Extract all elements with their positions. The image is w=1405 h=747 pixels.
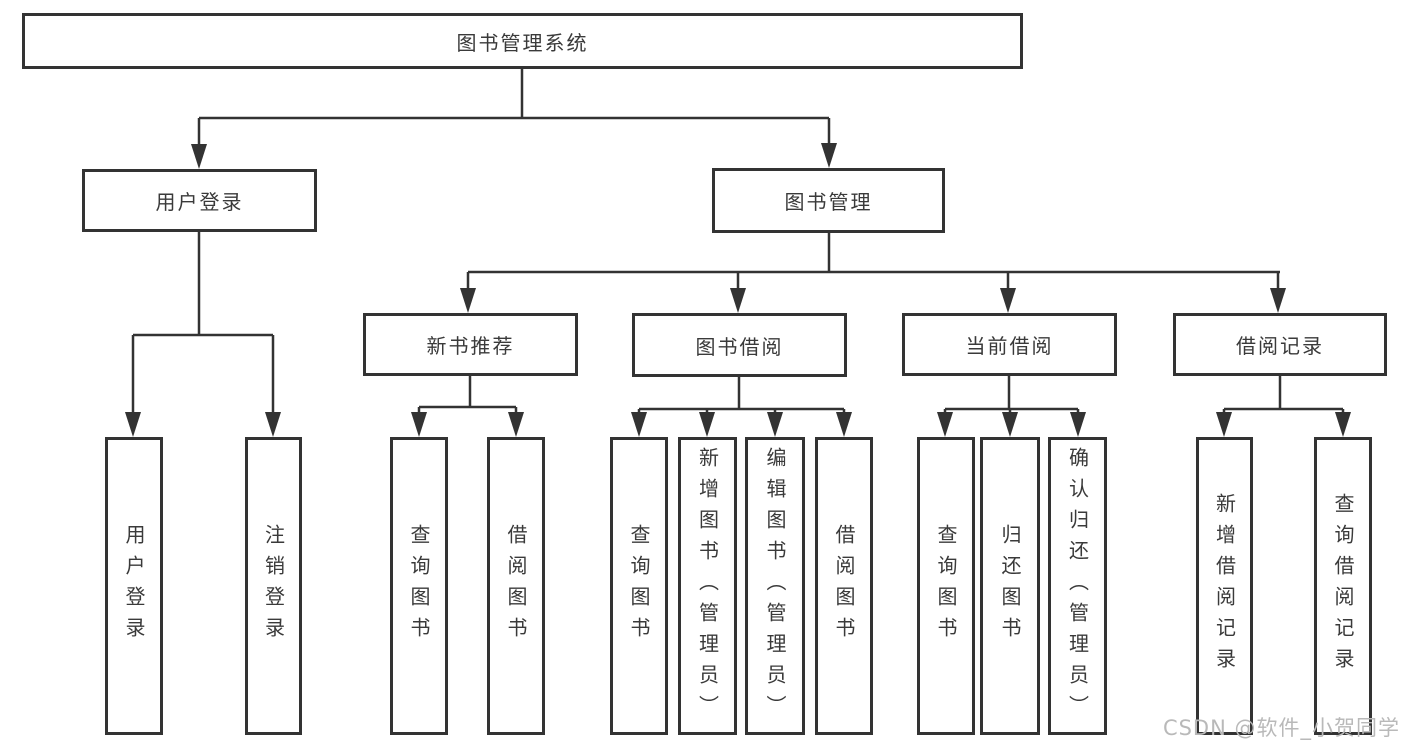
node-book-management-label: 图书管理 <box>784 190 873 214</box>
leaf-confirm-return-admin: 确认归还（管理员） <box>1048 437 1107 735</box>
leaf-borrow-books-1: 借阅图书 <box>487 437 545 735</box>
csdn-watermark: CSDN @软件_小贺同学 <box>1162 716 1400 740</box>
node-new-book-recommendation: 新书推荐 <box>363 313 578 376</box>
leaf-query-books-2: 查询图书 <box>610 437 668 735</box>
leaf-query-books-2-label: 查询图书 <box>627 524 651 648</box>
node-current-borrowing-label: 当前借阅 <box>965 334 1054 358</box>
leaf-return-books-label: 归还图书 <box>998 524 1022 648</box>
leaf-user-login: 用户登录 <box>105 437 163 735</box>
leaf-add-books-admin: 新增图书（管理员） <box>678 437 737 735</box>
node-root-label: 图书管理系统 <box>456 30 589 55</box>
leaf-return-books: 归还图书 <box>980 437 1040 735</box>
leaf-add-borrow-record-label: 新增借阅记录 <box>1212 493 1237 679</box>
leaf-query-books-1: 查询图书 <box>390 437 448 735</box>
node-current-borrowing: 当前借阅 <box>902 313 1117 376</box>
leaf-query-borrow-record-label: 查询借阅记录 <box>1331 493 1355 679</box>
leaf-add-borrow-record: 新增借阅记录 <box>1196 437 1253 735</box>
leaf-logout: 注销登录 <box>245 437 302 735</box>
leaf-add-books-admin-label: 新增图书（管理员） <box>695 446 720 726</box>
leaf-logout-label: 注销登录 <box>261 524 286 648</box>
leaf-confirm-return-admin-label: 确认归还（管理员） <box>1065 446 1090 726</box>
node-user-login-label: 用户登录 <box>155 190 244 214</box>
node-new-book-recommendation-label: 新书推荐 <box>426 334 515 358</box>
leaf-borrow-books-2: 借阅图书 <box>815 437 873 735</box>
leaf-query-books-3-label: 查询图书 <box>934 524 958 648</box>
leaf-borrow-books-2-label: 借阅图书 <box>832 524 856 648</box>
leaf-user-login-label: 用户登录 <box>122 524 146 648</box>
leaf-edit-books-admin-label: 编辑图书（管理员） <box>763 446 787 726</box>
leaf-query-books-1-label: 查询图书 <box>407 524 431 648</box>
node-borrowing-records-label: 借阅记录 <box>1236 334 1324 358</box>
node-book-borrowing-label: 图书借阅 <box>695 334 784 359</box>
leaf-query-borrow-record: 查询借阅记录 <box>1314 437 1372 735</box>
node-borrowing-records: 借阅记录 <box>1173 313 1387 376</box>
leaf-query-books-3: 查询图书 <box>917 437 975 735</box>
node-book-management: 图书管理 <box>712 168 945 233</box>
leaf-borrow-books-1-label: 借阅图书 <box>504 524 528 648</box>
leaf-edit-books-admin: 编辑图书（管理员） <box>745 437 805 735</box>
node-user-login: 用户登录 <box>82 169 317 232</box>
node-root: 图书管理系统 <box>22 13 1023 69</box>
node-book-borrowing: 图书借阅 <box>632 313 847 377</box>
